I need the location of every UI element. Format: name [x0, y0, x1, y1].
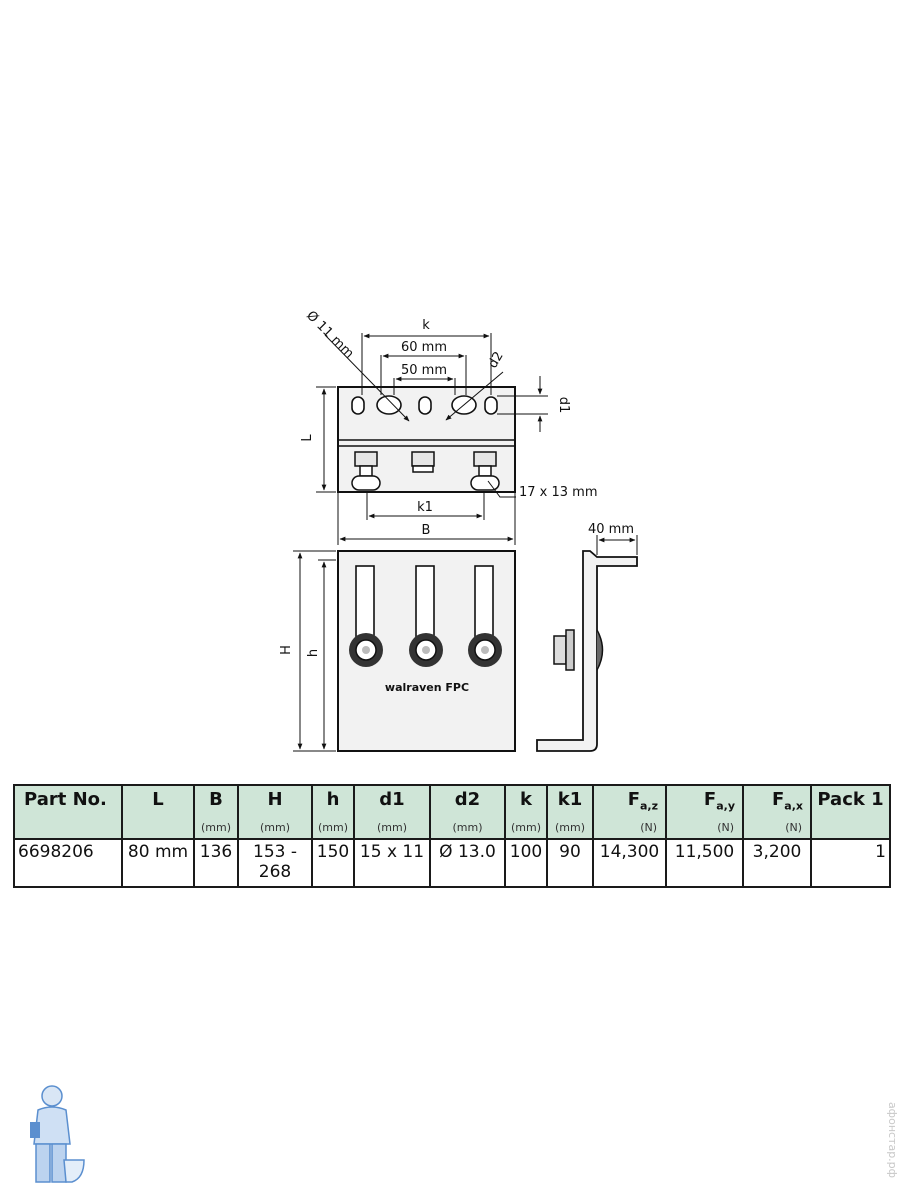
site-watermark: афонстар.рф	[886, 1102, 898, 1178]
dim-hole-dia: Ø 11 mm	[303, 308, 356, 361]
dim-slot: 17 x 13 mm	[519, 485, 598, 500]
cell-pack: 1	[810, 838, 891, 888]
svg-text:афонстар.рф: афонстар.рф	[886, 1102, 898, 1178]
cell-k: 100	[504, 838, 548, 888]
header-fay: Fa,y(N)	[665, 784, 744, 840]
spec-table: Part No. L B(mm) H(mm) h(mm) d1(mm) d2(m…	[13, 784, 891, 888]
top-view: k 60 mm 50 mm Ø 11 mm d2 d1 L 17 x 13 mm	[300, 308, 598, 545]
header-B: B(mm)	[193, 784, 239, 840]
cell-d2: Ø 13.0	[429, 838, 506, 888]
cell-L: 80 mm	[121, 838, 195, 888]
header-k1: k1(mm)	[546, 784, 594, 840]
dim-H: H	[279, 645, 294, 655]
header-row: Part No. L B(mm) H(mm) h(mm) d1(mm) d2(m…	[13, 784, 891, 840]
header-fax: Fa,x(N)	[742, 784, 812, 840]
header-k: k(mm)	[504, 784, 548, 840]
cell-fax: 3,200	[742, 838, 812, 888]
cell-faz: 14,300	[592, 838, 667, 888]
table-row: 6698206 80 mm 136 153 -268 150 15 x 11 Ø…	[13, 838, 891, 888]
cell-fay: 11,500	[665, 838, 744, 888]
brand-label: walraven FPC	[385, 681, 469, 694]
washer-center	[409, 633, 443, 667]
header-d1: d1(mm)	[353, 784, 431, 840]
plumber-mascot-logo	[30, 1085, 85, 1183]
side-view: 40 mm	[536, 522, 638, 752]
dim-h: h	[306, 649, 321, 657]
bolt-left	[351, 451, 381, 491]
header-H: H(mm)	[237, 784, 313, 840]
bolt-center	[411, 451, 435, 473]
dim-B: B	[422, 523, 431, 538]
cell-part-no: 6698206	[13, 838, 123, 888]
washer-left	[349, 633, 383, 667]
dim-L: L	[300, 434, 315, 442]
cell-k1: 90	[546, 838, 594, 888]
header-part-no: Part No.	[13, 784, 123, 840]
cell-h: 150	[311, 838, 355, 888]
header-h: h(mm)	[311, 784, 355, 840]
header-faz: Fa,z(N)	[592, 784, 667, 840]
cell-d1: 15 x 11	[353, 838, 431, 888]
dim-k: k	[422, 318, 430, 333]
cell-B: 136	[193, 838, 239, 888]
dim-50mm: 50 mm	[401, 363, 447, 378]
dim-d1: d1	[556, 397, 571, 414]
dim-k1: k1	[417, 500, 433, 515]
dim-d2: d2	[485, 349, 506, 371]
technical-drawing: k 60 mm 50 mm Ø 11 mm d2 d1 L 17 x 13 mm	[279, 308, 638, 752]
header-L: L	[121, 784, 195, 840]
front-view: walraven FPC H h	[279, 550, 516, 752]
washer-right	[468, 633, 502, 667]
header-pack: Pack 1	[810, 784, 891, 840]
header-d2: d2(mm)	[429, 784, 506, 840]
cell-H: 153 -268	[237, 838, 313, 888]
dim-60mm: 60 mm	[401, 340, 447, 355]
dim-depth: 40 mm	[588, 522, 634, 537]
